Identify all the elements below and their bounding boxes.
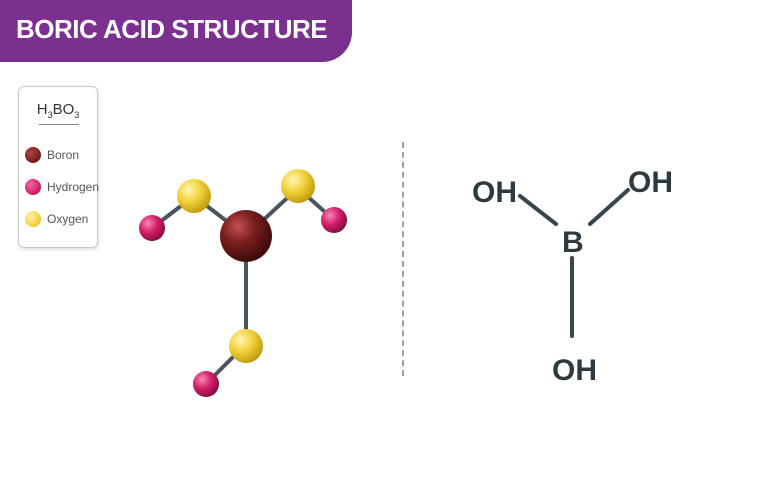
oxygen-swatch-icon <box>25 211 41 227</box>
legend-label-hydrogen: Hydrogen <box>47 180 100 194</box>
hydrogen-atom-3 <box>193 371 219 397</box>
hydroxyl-label-top-right: OH <box>628 166 673 199</box>
page-title: BORIC ACID STRUCTURE <box>16 14 328 44</box>
divider-line <box>402 142 404 376</box>
hydrogen-atom-1 <box>139 215 165 241</box>
boron-label: B <box>562 226 584 259</box>
hydrogen-atom-2 <box>321 207 347 233</box>
boron-swatch-icon <box>25 147 41 163</box>
legend-label-oxygen: Oxygen <box>47 212 89 226</box>
hydroxyl-label-top-left: OH <box>472 176 517 209</box>
hydrogen-swatch-icon <box>25 179 41 195</box>
legend-label-boron: Boron <box>47 148 80 162</box>
oxygen-atom-3 <box>229 329 263 363</box>
legend-item-boron: Boron <box>25 145 95 167</box>
legend-box: H3BO3 Boron Hydrogen Oxygen <box>18 86 99 248</box>
formula-underline <box>39 124 79 125</box>
oxygen-atom-2 <box>281 169 315 203</box>
bond-line-top-left <box>518 194 558 226</box>
bond-line-top-right <box>588 188 630 226</box>
oxygen-atom-1 <box>177 179 211 213</box>
chemical-formula: H3BO3 <box>36 101 80 120</box>
boron-atom <box>220 210 272 262</box>
title-banner: BORIC ACID STRUCTURE <box>0 0 352 62</box>
legend-item-oxygen: Oxygen <box>25 209 95 231</box>
hydroxyl-label-bottom: OH <box>552 354 597 387</box>
legend-item-hydrogen: Hydrogen <box>25 177 99 199</box>
